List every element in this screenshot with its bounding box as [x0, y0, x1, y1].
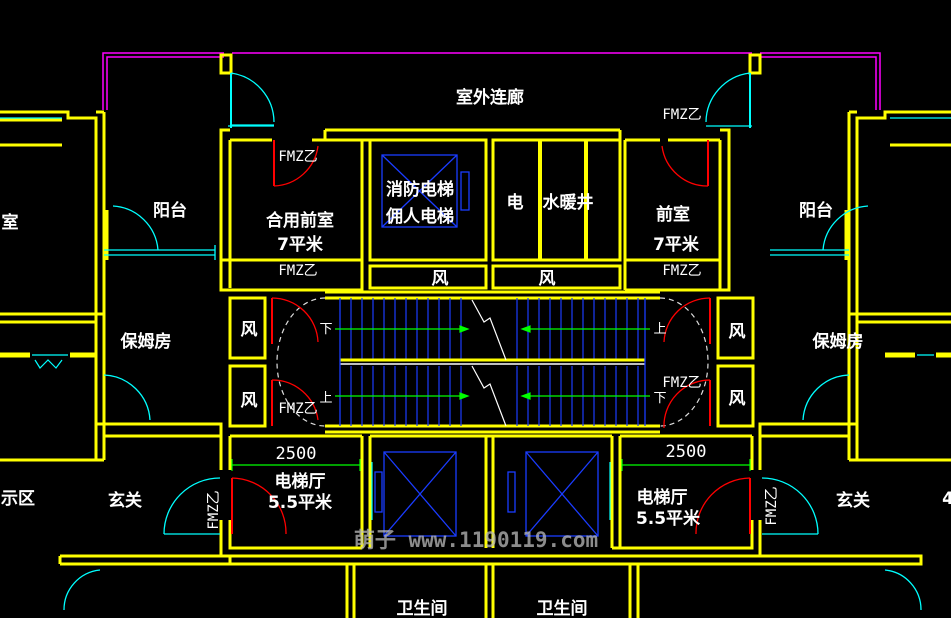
door-corridor-left — [228, 72, 275, 128]
label-air-shaft-top-right: 风 — [539, 269, 556, 289]
label-partial-right-bottom: 4 — [942, 489, 951, 509]
label-bathroom-left: 卫生间 — [397, 598, 448, 618]
fmz-tag: FMZ乙 — [278, 401, 317, 417]
label-air-shaft-right-1: 风 — [729, 322, 746, 342]
label-partial-left-bottom: 示区 — [1, 489, 35, 509]
label-front-room-area: 7平米 — [653, 234, 700, 255]
fmz-tag-vertical: FMZ乙 — [206, 490, 222, 529]
window-strips — [0, 117, 951, 520]
door-stair-left-lower — [271, 379, 319, 426]
fmz-tag: FMZ乙 — [662, 107, 701, 123]
label-service-lift: 佣人电梯 — [385, 206, 454, 227]
corridor-railing — [102, 52, 881, 110]
door-bottom-right — [884, 569, 922, 611]
door-nanny-left — [103, 374, 151, 421]
label-air-shaft-left-2: 风 — [241, 391, 258, 411]
label-balcony-right: 阳台 — [799, 200, 833, 221]
label-shared-lobby: 合用前室 — [266, 210, 334, 231]
label-water-heating-shaft: 水暖井 — [543, 192, 594, 213]
label-lift-hall-left-area: 5.5平米 — [268, 492, 333, 513]
stair-handrail — [339, 298, 646, 426]
dimension-right: 2500 — [666, 442, 707, 462]
stair-up-left: 上 — [319, 391, 332, 406]
stair-dashed-ends — [276, 297, 709, 427]
label-outdoor-corridor: 室外连廊 — [456, 87, 524, 108]
label-bathroom-right: 卫生间 — [537, 598, 588, 618]
stair-down-left: 下 — [319, 322, 332, 337]
label-entrance-right: 玄关 — [836, 490, 870, 511]
label-fire-lift: 消防电梯 — [386, 179, 454, 200]
label-front-room: 前室 — [656, 204, 690, 225]
label-lift-hall-right: 电梯厅 — [637, 487, 688, 508]
door-lift-hall-left — [163, 477, 287, 535]
dimension-lines — [231, 459, 751, 471]
door-front-room-top — [661, 140, 709, 187]
door-shared-lobby-top — [273, 140, 319, 187]
door-lift-hall-right — [695, 477, 819, 535]
label-partial-left-top: 室 — [2, 212, 19, 233]
fmz-tag: FMZ乙 — [662, 375, 701, 391]
door-balcony-right — [770, 205, 869, 256]
label-lift-hall-right-area: 5.5平米 — [636, 508, 701, 529]
stair-treads — [350, 298, 639, 426]
stair-down-right: 下 — [653, 391, 666, 406]
stair-up-right: 上 — [653, 322, 666, 337]
label-nanny-room-left: 保姆房 — [120, 331, 172, 352]
label-air-shaft-right-2: 风 — [729, 389, 746, 409]
door-nanny-right — [802, 374, 850, 421]
fmz-tag: FMZ乙 — [278, 263, 317, 279]
doors — [0, 72, 951, 611]
door-stair-right-lower — [663, 379, 711, 429]
label-entrance-left: 玄关 — [108, 490, 142, 511]
label-air-shaft-top-left: 风 — [432, 269, 449, 289]
label-air-shaft-left-1: 风 — [241, 320, 258, 340]
door-stair-left-upper — [271, 297, 319, 344]
dimension-left: 2500 — [276, 444, 317, 464]
fmz-tag: FMZ乙 — [662, 263, 701, 279]
fmz-tag-vertical: FMZ乙 — [764, 486, 780, 525]
label-nanny-room-right: 保姆房 — [812, 331, 864, 352]
label-shared-lobby-area: 7平米 — [277, 234, 324, 255]
lift-shafts — [374, 154, 599, 537]
watermark: 萌子 www.1190119.com — [354, 528, 598, 552]
stair-arrows — [335, 325, 650, 400]
walls — [0, 53, 951, 618]
label-lift-hall-left: 电梯厅 — [275, 471, 326, 492]
fire-door-tags: FMZ乙 FMZ乙 FMZ乙 FMZ乙 FMZ乙 FMZ乙 FMZ乙 FMZ乙 — [206, 107, 780, 530]
door-balcony-left — [104, 205, 216, 260]
door-corridor-right — [705, 72, 752, 128]
label-electric-shaft: 电 — [507, 192, 524, 213]
fmz-tag: FMZ乙 — [278, 149, 317, 165]
door-stair-right-upper — [663, 297, 711, 344]
stair-break-line — [471, 299, 507, 427]
door-bottom-left — [63, 569, 101, 611]
label-balcony-left: 阳台 — [153, 200, 187, 221]
